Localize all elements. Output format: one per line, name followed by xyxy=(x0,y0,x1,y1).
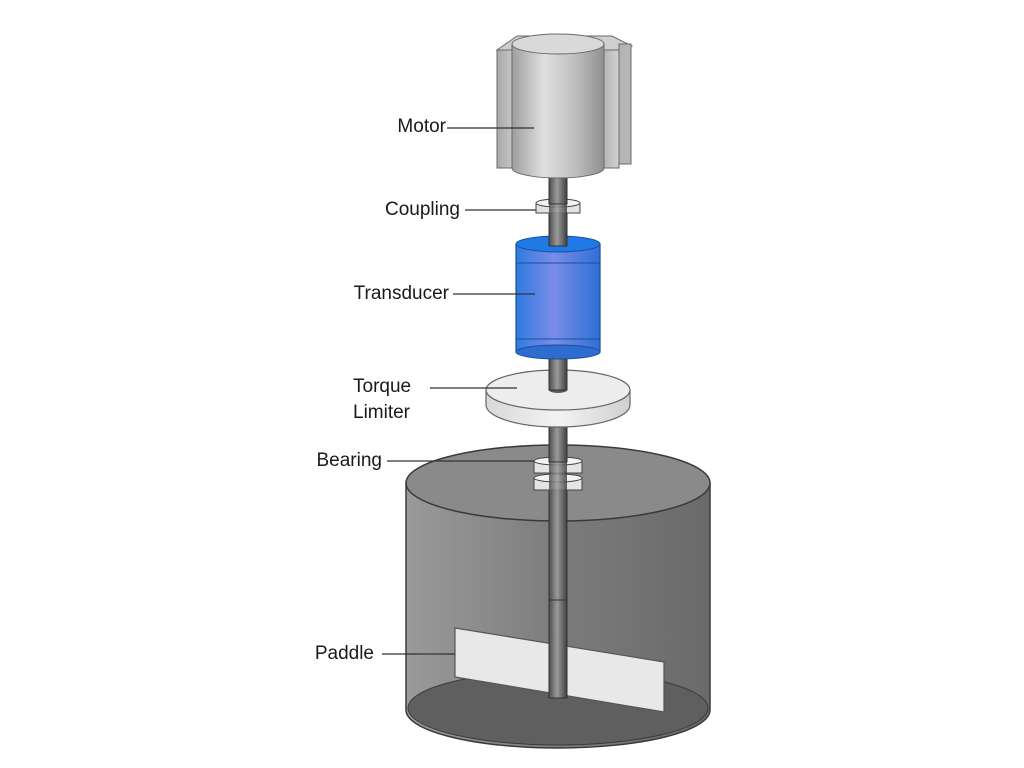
bearing-label: Bearing xyxy=(316,450,383,471)
torque-limiter-label-line1: Torque xyxy=(353,376,412,397)
torque-limiter-label-line2: Limiter xyxy=(353,402,411,423)
paddle-label: Paddle xyxy=(314,643,374,664)
upper-shaft-lower xyxy=(548,211,568,247)
leader-lines xyxy=(382,127,536,655)
transducer-label: Transducer xyxy=(353,283,449,304)
bearing xyxy=(533,456,583,492)
shaft-over-paddle xyxy=(548,599,568,699)
motor xyxy=(495,33,634,179)
transducer xyxy=(515,235,601,360)
motor-label: Motor xyxy=(397,116,446,137)
coupling-label: Coupling xyxy=(385,199,460,220)
